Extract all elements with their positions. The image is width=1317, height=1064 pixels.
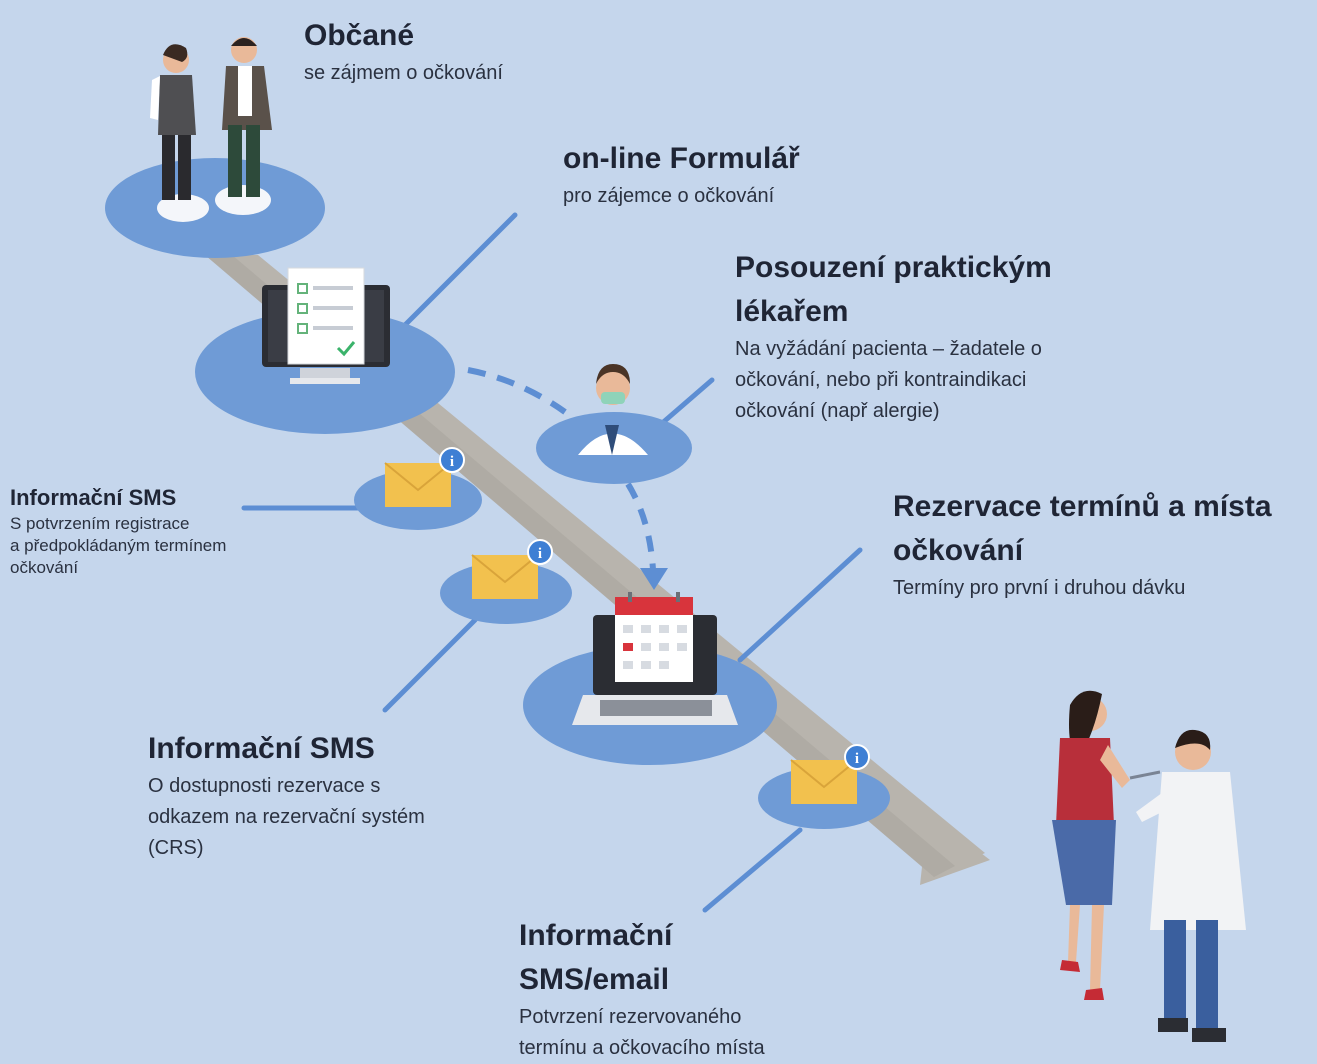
citizens-subtitle: se zájmem o očkování — [304, 62, 503, 84]
doctor-title-2: lékařem — [735, 295, 849, 328]
dashed-arrow-head — [640, 568, 668, 590]
svg-text:i: i — [855, 751, 859, 767]
dashed-path-doctor — [467, 367, 567, 415]
step-citizens: Občané se zájmem o očkování — [304, 14, 503, 89]
citizens-figures-icon — [150, 37, 272, 222]
envelope-info-icon: i — [471, 539, 553, 599]
sms1-desc-3: očkování — [10, 558, 79, 577]
sms3-title-1: Informační — [519, 919, 673, 952]
svg-text:i: i — [450, 454, 454, 470]
reservation-title-1: Rezervace termínů a místa — [893, 490, 1272, 523]
reservation-title-2: očkování — [893, 534, 1024, 567]
dashed-path-calendar — [625, 482, 656, 571]
step-sms2: Informační SMS O dostupnosti rezervace s… — [148, 727, 425, 864]
doctor-title-1: Posouzení praktickým — [735, 251, 1052, 284]
step-doctor: Posouzení praktickým lékařem Na vyžádání… — [735, 246, 1052, 427]
step-reservation: Rezervace termínů a místa očkování Termí… — [893, 485, 1272, 604]
doctor-desc-2: očkování, nebo při kontraindikaci — [735, 369, 1027, 391]
doctor-desc-3: očkování (např alergie) — [735, 400, 940, 422]
step-sms3: Informační SMS/email Potvrzení rezervova… — [519, 914, 765, 1064]
vaccination-scene-icon — [1052, 690, 1246, 1042]
form-title: on-line Formulář — [563, 142, 800, 175]
online-form-monitor-icon — [262, 267, 390, 384]
step-form: on-line Formulář pro zájemce o očkování — [563, 137, 800, 212]
sms1-desc-2: a předpokládaným termínem — [10, 536, 227, 555]
sms2-title: Informační SMS — [148, 732, 375, 765]
sms1-title: Informační SMS — [10, 485, 177, 510]
sms3-desc-1: Potvrzení rezervovaného — [519, 1006, 742, 1028]
sms2-desc-3: (CRS) — [148, 837, 204, 859]
doctor-icon — [578, 364, 648, 455]
sms2-desc-2: odkazem na rezervační systém — [148, 806, 425, 828]
citizens-title: Občané — [304, 19, 415, 52]
sms1-desc-1: S potvrzením registrace — [10, 514, 190, 533]
sms3-desc-2: termínu a očkovacího místa — [519, 1037, 765, 1059]
envelope-info-icon: i — [384, 447, 465, 507]
reservation-desc: Termíny pro první i druhou dávku — [893, 577, 1186, 599]
connector-lines — [241, 212, 863, 913]
envelope-info-icon: i — [790, 744, 870, 804]
form-subtitle: pro zájemce o očkování — [563, 185, 775, 207]
sms3-title-2: SMS/email — [519, 963, 670, 996]
calendar-laptop-icon — [572, 592, 738, 725]
svg-text:i: i — [538, 546, 542, 562]
sms2-desc-1: O dostupnosti rezervace s — [148, 775, 381, 797]
step-sms1: Informační SMS S potvrzením registrace a… — [10, 483, 226, 579]
doctor-desc-1: Na vyžádání pacienta – žadatele o — [735, 338, 1042, 360]
